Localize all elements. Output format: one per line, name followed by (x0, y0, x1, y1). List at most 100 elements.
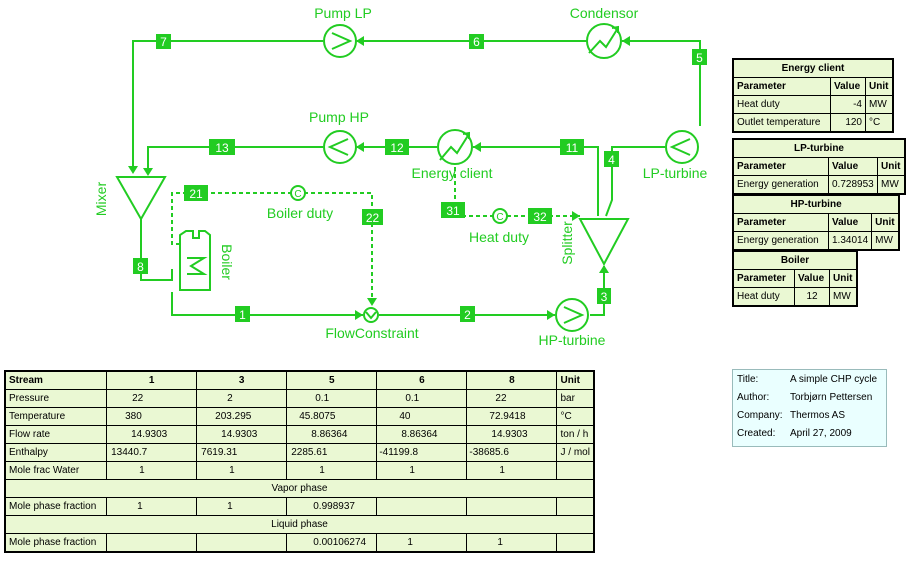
arrow-6 (356, 36, 364, 46)
hp-turbine-table-title: HP-turbine (732, 194, 900, 214)
boiler-duty-controller-icon[interactable] (290, 185, 306, 201)
hp-turbine-table: HP-turbine Parameter Value Unit Energy g… (732, 194, 901, 251)
stream-22-line[interactable] (304, 192, 373, 306)
splitter-icon[interactable] (578, 218, 630, 267)
cell (196, 533, 288, 553)
hp-turbine-icon[interactable] (555, 298, 589, 332)
unit-cell: ton / h (556, 425, 595, 444)
lp-turbine-icon[interactable] (665, 130, 699, 164)
condensor-icon[interactable] (586, 23, 622, 59)
header-parameter: Parameter (732, 269, 795, 288)
stream-label-7: 7 (160, 35, 167, 49)
header-unit: Unit (871, 213, 900, 232)
arrow-11 (473, 142, 481, 152)
stream-1-line[interactable] (171, 292, 363, 316)
stream-13-line[interactable] (147, 146, 323, 174)
param-name: Heat duty (732, 287, 795, 307)
cell: 0.1 (376, 389, 468, 408)
header-unit: Unit (865, 77, 894, 96)
param-value: 12 (794, 287, 830, 307)
energy-client-table-title: Energy client (732, 58, 894, 78)
cell: 1 (376, 461, 468, 480)
heat-duty-controller-icon[interactable] (492, 208, 508, 224)
cell: 8.86364 (286, 425, 378, 444)
param-value: 120 (830, 113, 866, 133)
table-row: Mole phase fraction 0.00106274 1 1 (4, 533, 595, 553)
stream-11-line[interactable] (473, 146, 599, 216)
cell: 2 (196, 389, 288, 408)
arrow-3 (599, 265, 609, 273)
boiler-duty-controller-letter: C (294, 189, 301, 200)
unit-cell (556, 497, 595, 516)
row-label: Enthalpy (4, 443, 108, 462)
cell: 22 (106, 389, 198, 408)
header-value: Value (830, 77, 866, 96)
heat-duty-controller-letter: C (496, 212, 503, 223)
stream-3-line[interactable] (590, 266, 605, 316)
flow-constraint-icon[interactable] (363, 307, 379, 323)
boiler-duty-label: Boiler duty (267, 205, 333, 221)
cell: 203.295 (196, 407, 288, 426)
param-unit: MW (877, 175, 906, 195)
hp-turbine-label: HP-turbine (539, 332, 606, 348)
liquid-phase-heading: Liquid phase (4, 515, 595, 534)
info-author-label: Author: (737, 392, 770, 403)
stream-label-3: 3 (601, 290, 608, 304)
arrow-22 (367, 298, 377, 306)
info-company-value: Thermos AS (790, 410, 846, 421)
arrow-12 (356, 142, 364, 152)
arrow-7 (128, 166, 138, 174)
stream-header-col: 1 (106, 370, 198, 390)
boiler-label: Boiler (219, 244, 235, 280)
row-label: Mole phase fraction (4, 497, 108, 516)
stream-label-5: 5 (696, 51, 703, 65)
mixer-icon[interactable] (115, 176, 167, 222)
cell: 1 (196, 497, 288, 516)
stream-header-unit: Unit (556, 370, 595, 390)
param-unit: °C (865, 113, 894, 133)
pump-lp-icon[interactable] (323, 24, 357, 58)
stream-table: Stream 1 3 5 6 8 Unit Pressure 22 2 0.1 … (4, 370, 595, 553)
cell: 1 (196, 461, 288, 480)
param-name: Energy generation (732, 231, 829, 251)
arrow-2 (547, 310, 555, 320)
energy-client-icon[interactable] (437, 129, 473, 165)
param-unit: MW (865, 95, 894, 114)
arrow-13 (143, 168, 153, 176)
cell: 8.86364 (376, 425, 468, 444)
cell: 1 (466, 461, 558, 480)
param-value: 0.728953 (828, 175, 878, 195)
stream-header-label: Stream (4, 370, 108, 390)
cell: 1 (286, 461, 378, 480)
cell: 72.9418 (466, 407, 558, 426)
stream-header-col: 8 (466, 370, 558, 390)
header-value: Value (794, 269, 830, 288)
stream-21-line[interactable] (171, 192, 292, 245)
row-label: Pressure (4, 389, 108, 408)
stream-7-line[interactable] (132, 40, 323, 172)
document-info-box: Title: A simple CHP cycle Author: Torbjø… (732, 369, 887, 447)
stream-4-line[interactable] (605, 146, 665, 217)
param-name: Outlet temperature (732, 113, 831, 133)
row-label: Mole frac Water (4, 461, 108, 480)
cell: 14.9303 (466, 425, 558, 444)
cell: 1 (106, 461, 198, 480)
cell: 14.9303 (196, 425, 288, 444)
cell: 45.8075 (286, 407, 378, 426)
stream-5-line[interactable] (622, 40, 701, 126)
table-row: Enthalpy 13440.7 7619.31 2285.61 -41199.… (4, 443, 595, 462)
pump-lp-label: Pump LP (314, 5, 372, 21)
param-unit: MW (829, 287, 858, 307)
stream-8-line[interactable] (140, 219, 173, 281)
param-name: Energy generation (732, 175, 829, 195)
cell: 0.998937 (286, 497, 378, 516)
boiler-icon[interactable] (179, 230, 211, 291)
param-value: -4 (830, 95, 866, 114)
boiler-table-title: Boiler (732, 250, 858, 270)
cell: 380 (106, 407, 198, 426)
cell (376, 497, 468, 516)
pump-hp-icon[interactable] (323, 130, 357, 164)
info-title-label: Title: (737, 374, 759, 385)
table-row: Flow rate 14.9303 14.9303 8.86364 8.8636… (4, 425, 595, 444)
